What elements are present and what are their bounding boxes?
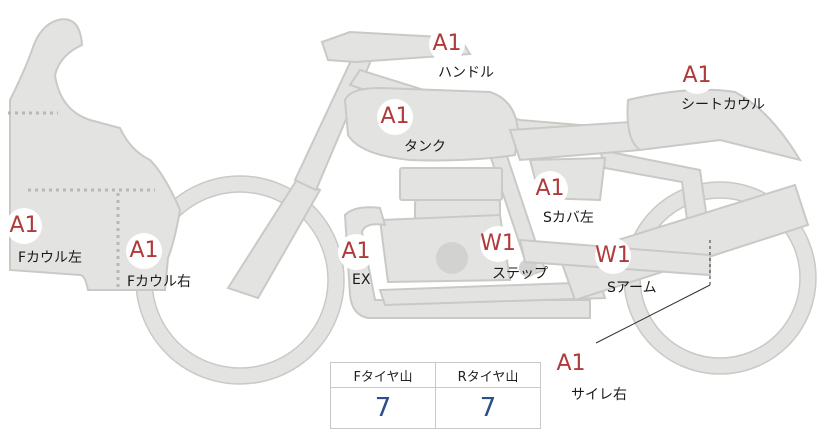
handle-code: A1 <box>429 26 465 62</box>
tire-tread-table: Fタイヤ山 Rタイヤ山 7 7 <box>330 362 541 429</box>
rear-tire-value: 7 <box>435 387 541 429</box>
side-r-code: A1 <box>553 346 589 382</box>
handle-label: ハンドル <box>438 65 494 81</box>
front-tire-header: Fタイヤ山 <box>330 362 436 388</box>
rear-tire-header: Rタイヤ山 <box>435 362 541 388</box>
tank-label: タンク <box>404 139 446 155</box>
ex-label: EX <box>352 272 371 288</box>
step-code: W1 <box>480 226 516 262</box>
engine <box>399 167 503 201</box>
s-arm-code: W1 <box>595 238 631 274</box>
f-cowl-r-code: A1 <box>126 233 162 269</box>
s-arm-label: Sアーム <box>607 280 657 296</box>
step-label: ステップ <box>492 266 548 282</box>
exhaust-pipe <box>343 206 591 319</box>
s-cover-l-label: Sカバ左 <box>543 210 594 226</box>
f-cowl-r-label: Fカウル右 <box>127 274 192 290</box>
front-fork <box>226 176 322 300</box>
f-cowl-l-label: Fカウル左 <box>18 250 83 266</box>
s-cover-l-code: A1 <box>532 171 568 207</box>
seat-cowl-code: A1 <box>679 58 715 94</box>
ex-code: A1 <box>338 234 374 270</box>
side-r-label: サイレ右 <box>571 387 627 403</box>
f-cowl-l-code: A1 <box>6 208 42 244</box>
tank-code: A1 <box>377 99 413 135</box>
front-cowl <box>9 18 182 291</box>
front-tire-value: 7 <box>330 387 436 429</box>
seat-cowl-label: シートカウル <box>681 97 765 113</box>
